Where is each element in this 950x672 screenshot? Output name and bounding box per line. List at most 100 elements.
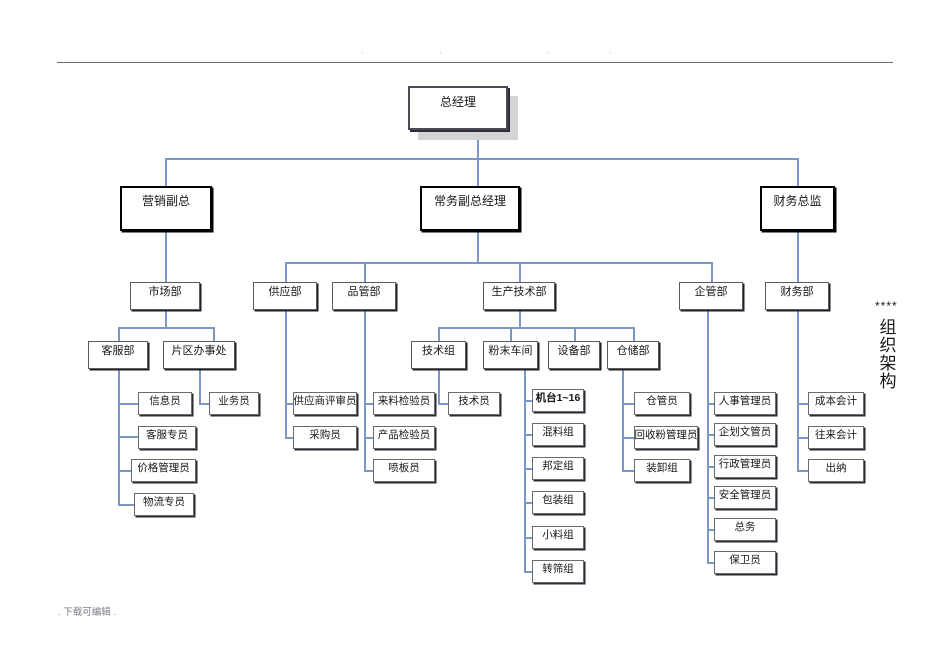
connector-pianqu-branch xyxy=(199,403,211,405)
connector-dept-bus xyxy=(285,262,711,264)
connector-gongying-spine xyxy=(285,310,287,437)
node-label: 客服专员 xyxy=(146,429,188,441)
connector-gongying-branch xyxy=(285,403,295,405)
node-label: 供应部 xyxy=(268,286,302,298)
node-label: 喷板员 xyxy=(388,462,420,474)
connector-to-fenmo xyxy=(510,327,512,341)
node-role-general-affairs[interactable]: 总务 xyxy=(714,518,776,541)
node-unit-powder-workshop[interactable]: 粉末车间 xyxy=(483,341,538,369)
node-role-planning-doc-admin[interactable]: 企划文管员 xyxy=(714,423,776,446)
node-dept-enterprise-mgmt[interactable]: 企管部 xyxy=(679,282,743,310)
node-label: 片区办事处 xyxy=(171,345,227,357)
node-role-cost-accountant[interactable]: 成本会计 xyxy=(808,392,864,415)
node-label: 往来会计 xyxy=(815,429,857,441)
node-role-bonding-group[interactable]: 邦定组 xyxy=(532,457,584,480)
connector-to-pianqu xyxy=(213,327,215,341)
node-label: 信息员 xyxy=(149,395,181,407)
node-label: 成本会计 xyxy=(815,395,857,407)
node-role-spray-board-operator[interactable]: 喷板员 xyxy=(373,459,435,482)
connector-fenmo-branch xyxy=(524,502,534,504)
node-label: 业务员 xyxy=(218,395,250,407)
node-role-administrative-admin[interactable]: 行政管理员 xyxy=(714,455,776,478)
node-dept-finance[interactable]: 财务部 xyxy=(765,282,829,310)
node-role-small-material-group[interactable]: 小料组 xyxy=(532,526,584,549)
connector-changwu-down xyxy=(477,231,479,262)
node-label: 财务总监 xyxy=(773,194,822,208)
node-role-price-admin[interactable]: 价格管理员 xyxy=(131,459,196,482)
node-label: 企划文管员 xyxy=(718,426,772,438)
node-label: 出纳 xyxy=(825,462,847,474)
node-role-product-inspector[interactable]: 产品检验员 xyxy=(373,426,435,449)
node-label: 技术组 xyxy=(422,345,455,357)
node-role-safety-admin[interactable]: 安全管理员 xyxy=(714,486,776,509)
node-role-supplier-auditor[interactable]: 供应商评审员 xyxy=(293,392,357,415)
connector-to-shebeibu xyxy=(574,327,576,341)
node-executive-deputy-gm[interactable]: 常务副总经理 xyxy=(420,186,520,231)
connector-fenmo-branch xyxy=(524,571,534,573)
node-finance-director[interactable]: 财务总监 xyxy=(760,186,835,231)
node-role-cashier[interactable]: 出纳 xyxy=(808,459,864,482)
node-role-salesperson[interactable]: 业务员 xyxy=(209,392,259,415)
node-label: 总经理 xyxy=(439,95,476,109)
footer-note: . 下载可编辑 . xyxy=(58,607,117,618)
connector-cangchu-branch xyxy=(622,437,636,439)
connector-to-kefubu xyxy=(118,327,120,341)
rule-tick: ' xyxy=(440,52,442,59)
node-role-technician[interactable]: 技术员 xyxy=(448,392,500,415)
node-label: 转筛组 xyxy=(542,563,574,575)
node-label: 包装组 xyxy=(542,494,574,506)
connector-kefubu-branch xyxy=(118,470,140,472)
connector-fenmo-branch xyxy=(524,434,534,436)
node-dept-production-tech[interactable]: 生产技术部 xyxy=(483,282,555,310)
node-role-warehouse-keeper[interactable]: 仓管员 xyxy=(634,392,690,415)
node-label: 产品检验员 xyxy=(377,429,431,441)
node-role-hr-admin[interactable]: 人事管理员 xyxy=(714,392,776,415)
node-role-recycled-powder-admin[interactable]: 回收粉管理员 xyxy=(634,426,698,449)
node-label: 价格管理员 xyxy=(137,462,190,474)
side-title: 组织架构 xyxy=(876,318,896,390)
node-unit-warehouse[interactable]: 仓储部 xyxy=(607,341,659,369)
node-role-security-guard[interactable]: 保卫员 xyxy=(714,551,776,574)
rule-tick: ' xyxy=(362,52,364,59)
node-label: 回收粉管理员 xyxy=(634,429,698,441)
node-unit-regional-office[interactable]: 片区办事处 xyxy=(163,341,235,369)
node-unit-equipment[interactable]: 设备部 xyxy=(548,341,600,369)
node-dept-quality[interactable]: 品管部 xyxy=(332,282,396,310)
node-label: 来料检验员 xyxy=(377,395,431,407)
node-role-mixing-group[interactable]: 混料组 xyxy=(532,423,584,446)
node-unit-technical-group[interactable]: 技术组 xyxy=(411,341,466,369)
connector-cangchu-branch xyxy=(622,470,636,472)
connector-cangchu-spine xyxy=(622,369,624,471)
node-role-loading-group[interactable]: 装卸组 xyxy=(634,459,690,482)
node-label: 财务部 xyxy=(780,286,814,298)
node-label: 生产技术部 xyxy=(491,286,547,298)
connector-to-qiguanbu xyxy=(711,262,713,282)
node-label: 仓管员 xyxy=(646,395,678,407)
node-role-logistics-specialist[interactable]: 物流专员 xyxy=(134,493,194,516)
connector-pinguan-branch xyxy=(364,403,375,405)
connector-qiguan-branch xyxy=(707,497,716,499)
node-label: 企管部 xyxy=(694,286,728,298)
connector-caiwubu-branch xyxy=(797,403,810,405)
node-general-manager[interactable]: 总经理 xyxy=(408,86,508,130)
node-marketing-vp[interactable]: 营销副总 xyxy=(120,186,212,231)
connector-qiguan-spine xyxy=(707,310,709,563)
node-label: 邦定组 xyxy=(542,460,574,472)
node-unit-customer-service[interactable]: 客服部 xyxy=(88,341,148,369)
rule-tick: ' xyxy=(547,52,549,59)
node-role-buyer[interactable]: 采购员 xyxy=(293,426,357,449)
connector-qiguan-branch xyxy=(707,403,716,405)
node-role-info-clerk[interactable]: 信息员 xyxy=(138,392,192,415)
connector-shichangbu-bus xyxy=(118,327,213,329)
node-role-machine-1-16[interactable]: 机台1~16 xyxy=(532,389,584,412)
node-dept-supply[interactable]: 供应部 xyxy=(253,282,317,310)
node-role-ar-ap-accountant[interactable]: 往来会计 xyxy=(808,426,864,449)
node-role-sieving-group[interactable]: 转筛组 xyxy=(532,560,584,583)
connector-jishuzu-spine xyxy=(438,369,440,403)
connector-to-gongyingbu xyxy=(285,262,287,282)
node-role-packaging-group[interactable]: 包装组 xyxy=(532,491,584,514)
node-role-incoming-inspector[interactable]: 来料检验员 xyxy=(373,392,435,415)
node-dept-marketing[interactable]: 市场部 xyxy=(130,282,200,310)
node-role-cs-specialist[interactable]: 客服专员 xyxy=(138,426,196,449)
